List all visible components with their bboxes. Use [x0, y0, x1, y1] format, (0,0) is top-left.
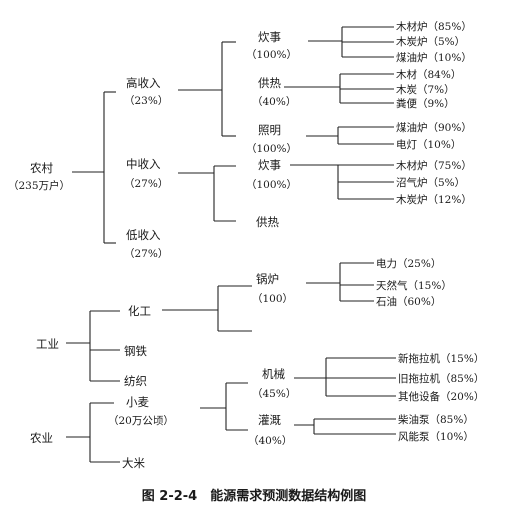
node-machinery-pct: （45%） — [252, 388, 296, 400]
leaf-dung: 粪便（9%） — [396, 97, 455, 110]
leaf-oil: 石油（60%） — [376, 295, 441, 308]
node-lighting: 照明 — [258, 123, 281, 137]
node-heating-mid: 供热 — [256, 215, 279, 229]
leaf-electric-light: 电灯（10%） — [396, 138, 461, 151]
node-industry: 工业 — [36, 337, 59, 351]
node-textile: 纺织 — [124, 374, 147, 388]
leaf-charcoal: 木炭（7%） — [396, 84, 455, 96]
leaf-wood-stove: 木材炉（85%） — [396, 20, 472, 33]
leaf-kerosene-stove: 煤油炉（10%） — [396, 51, 472, 64]
leaf-old-tractor: 旧拖拉机（85%） — [398, 372, 484, 385]
node-heating-high: 供热 — [258, 76, 281, 90]
leaf-biogas-stove: 沼气炉（5%） — [396, 176, 465, 189]
node-machinery: 机械 — [262, 367, 285, 381]
node-chemical: 化工 — [128, 304, 151, 318]
node-boiler-pct: （100） — [252, 293, 293, 305]
node-irrigation: 灌溉 — [258, 413, 281, 427]
node-heating-high-pct: （40%） — [252, 96, 296, 108]
leaf-charcoal-stove-mid: 木炭炉（12%） — [396, 194, 472, 206]
node-low-income: 低收入 — [126, 228, 161, 242]
node-mid-income: 中收入 — [126, 157, 161, 171]
node-rural: 农村 — [30, 161, 53, 175]
leaf-wind-pump: 风能泵（10%） — [398, 430, 474, 443]
leaf-wood: 木材（84%） — [396, 68, 461, 81]
leaf-electricity: 电力（25%） — [376, 257, 441, 270]
node-low-income-pct: （27%） — [124, 248, 168, 260]
node-rural-households: （235万户） — [8, 179, 70, 192]
node-cooking-mid: 炊事 — [258, 158, 281, 172]
node-rice: 大米 — [122, 456, 145, 470]
leaf-other-equipment: 其他设备（20%） — [398, 390, 484, 403]
leaf-kerosene-lamp: 煤油炉（90%） — [396, 121, 472, 134]
node-irrigation-pct: （40%） — [248, 435, 292, 447]
node-wheat-area: （20万公顷） — [108, 415, 174, 427]
node-agriculture: 农业 — [30, 431, 53, 445]
node-high-income-pct: （23%） — [124, 95, 168, 107]
node-lighting-pct: （100%） — [246, 143, 297, 155]
leaf-new-tractor: 新拖拉机（15%） — [398, 352, 484, 365]
figure-caption: 图 2-2-4 能源需求预测数据结构例图 — [142, 488, 366, 504]
leaf-wood-stove-mid: 木材炉（75%） — [396, 159, 472, 172]
node-cooking-high: 炊事 — [258, 30, 281, 44]
leaf-diesel-pump: 柴油泵（85%） — [398, 413, 474, 426]
node-wheat: 小麦 — [126, 395, 149, 409]
node-cooking-high-pct: （100%） — [246, 49, 297, 61]
leaf-charcoal-stove: 木炭炉（5%） — [396, 36, 465, 48]
node-cooking-mid-pct: （100%） — [246, 179, 297, 191]
leaf-natural-gas: 天然气（15%） — [376, 279, 452, 292]
node-steel: 钢铁 — [124, 344, 147, 358]
node-boiler: 锅炉 — [256, 272, 279, 286]
node-high-income: 高收入 — [126, 76, 161, 90]
node-mid-income-pct: （27%） — [124, 178, 168, 190]
